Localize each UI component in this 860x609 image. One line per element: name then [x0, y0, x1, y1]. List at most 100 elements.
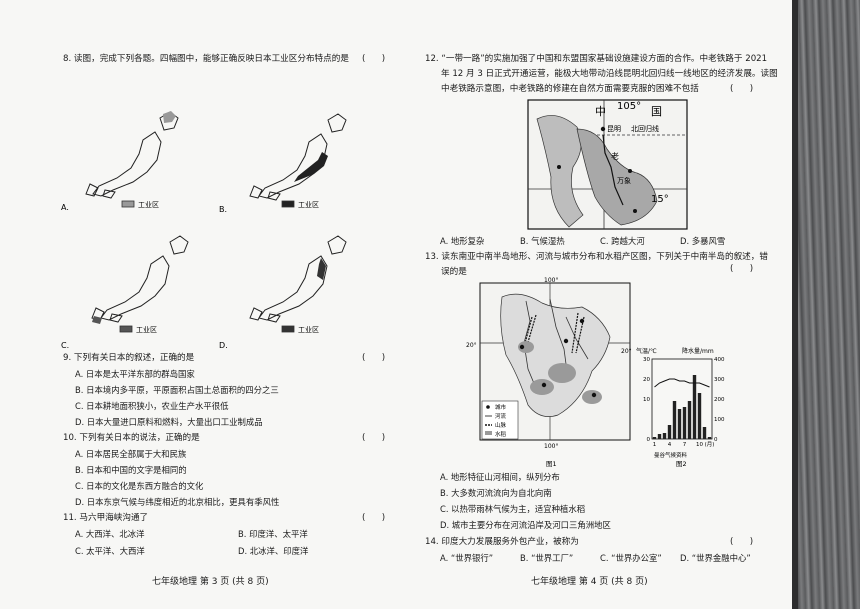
yright-tick-0: 0 [714, 437, 718, 443]
q14-option-a: A. “世界银行” [440, 553, 494, 563]
q11-option-a: A. 大西洋、北冰洋 [75, 529, 145, 539]
q10-option-b: B. 日本和中国的文字是相同的 [75, 465, 187, 475]
precip-bar-3 [662, 433, 667, 439]
q9-option-d: D. 日本大量进口原料和燃料，大量出口工业制成品 [75, 417, 263, 427]
exam-paper: 8. 读图，完成下列各题。四幅图中，能够正确反映日本工业区分布特点的是 ( ) … [0, 0, 792, 609]
japan-map-b: B. 工业区 [219, 113, 347, 214]
legend-city: 城市 [495, 403, 507, 411]
map-c-legend: 工业区 [136, 325, 157, 334]
q11-option-c: C. 太平洋、大西洋 [75, 546, 145, 556]
legend-mountain: 山脉 [495, 421, 507, 429]
x-tick-4: 4 [668, 442, 672, 448]
map1-left-label: 20° [466, 342, 477, 349]
map-a-letter: A. [61, 203, 69, 212]
x-tick-unit: (月) [705, 441, 715, 448]
map1-right-label: 20° [621, 348, 632, 355]
map-label-kunming: 昆明 [607, 125, 621, 133]
map-b-industrial-zone [294, 152, 328, 182]
q14-stem: 14. 印度大力发展服务外包产业，被称为 [425, 537, 579, 547]
indochina-map: 100° 20° 20° 100° 城市 河流 山脉 水稻 图1 [466, 277, 632, 468]
legend-river: 河流 [495, 412, 507, 420]
right-page-footer: 七年级地理 第 4 页 (共 8 页) [531, 577, 648, 587]
q9-option-a: A. 日本是太平洋东部的群岛国家 [75, 369, 195, 379]
q9-option-c: C. 日本耕地面积狭小，农业生产水平很低 [75, 401, 229, 411]
q9-option-b: B. 日本境内多平原，平原面积占国土总面积的四分之三 [75, 385, 279, 395]
q8-stem: 8. 读图，完成下列各题。四幅图中，能够正确反映日本工业区分布特点的是 [63, 54, 349, 64]
q12-answer-paren: ( ) [730, 84, 754, 94]
map-c-industrial-zone [92, 316, 102, 324]
chart-yleft-title: 气温/℃ [636, 347, 657, 355]
map-d-industrial-zone [317, 258, 326, 280]
q12-option-b: B. 气候湿热 [520, 236, 565, 246]
q9-stem: 9. 下列有关日本的叙述，正确的是 [63, 353, 195, 363]
railway-line [602, 134, 624, 206]
precip-bar-2 [657, 434, 662, 439]
left-page-footer: 七年级地理 第 3 页 (共 8 页) [152, 577, 269, 587]
map-a-legend: 工业区 [138, 200, 159, 209]
chart-yright-title: 降水量/mm [682, 347, 714, 355]
yright-tick-100: 100 [714, 417, 725, 423]
temperature-line [654, 378, 710, 388]
yleft-tick-30: 30 [643, 357, 650, 363]
q13-option-a: A. 地形特征山河相间，纵列分布 [440, 472, 560, 482]
chart-plot-area [651, 358, 713, 440]
yright-tick-400: 400 [714, 357, 725, 363]
yleft-tick-20: 20 [643, 377, 650, 383]
q14-option-d: D. “世界金融中心” [680, 553, 751, 563]
map-b-legend: 工业区 [298, 200, 319, 209]
map-label-guo: 国 [651, 105, 662, 118]
q12-option-d: D. 多暴风雪 [680, 236, 726, 246]
x-tick-1: 1 [653, 442, 657, 448]
map-a-industrial-zone [163, 111, 176, 123]
q12-stem-line3: 中老铁路示意图，中老铁路的修建在自然方面需要克服的困难不包括 [441, 84, 699, 94]
precip-bar-7 [682, 407, 687, 439]
q13-answer-paren: ( ) [730, 264, 754, 274]
map-label-lao: 老 [611, 151, 619, 161]
yleft-tick-0: 0 [647, 437, 651, 443]
yleft-tick-10: 10 [643, 397, 650, 403]
map-b-letter: B. [219, 205, 227, 214]
q10-option-a: A. 日本居民全部属于大和民族 [75, 449, 187, 459]
q10-answer-paren: ( ) [362, 433, 386, 443]
yright-tick-300: 300 [714, 377, 725, 383]
map-label-15: 15° [651, 194, 669, 205]
x-tick-10: 10 [696, 442, 703, 448]
q14-option-c: C. “世界办公室” [600, 553, 662, 563]
japan-map-c: C. 工业区 [61, 235, 189, 350]
q8-answer-paren: ( ) [362, 54, 386, 64]
q14-option-b: B. “世界工厂” [520, 553, 574, 563]
map-label-zhong: 中 [595, 105, 606, 118]
q12-stem-line2: 年 12 月 3 日正式开通运营，能极大地带动沿线昆明北回归线一线地区的经济发展… [441, 69, 778, 79]
map-label-tropic: 北回归线 [631, 124, 659, 133]
precip-bar-5 [672, 401, 677, 439]
q12-stem-line1: 12. “一带一路”的实施加强了中国和东盟国家基础设施建设方面的合作。中老铁路于… [425, 54, 768, 64]
map-c-letter: C. [61, 341, 69, 350]
yright-tick-200: 200 [714, 397, 725, 403]
map-d-letter: D. [219, 341, 228, 350]
q13-option-c: C. 以热带雨林气候为主，适宜种植水稻 [440, 504, 586, 514]
map-d-legend: 工业区 [298, 325, 319, 334]
q12-option-c: C. 跨越大河 [600, 236, 645, 246]
map-label-wanxiang: 万象 [617, 176, 631, 185]
precip-bar-12 [707, 437, 712, 439]
q14-answer-paren: ( ) [730, 537, 754, 547]
map1-caption: 图1 [546, 460, 557, 468]
china-laos-railway-map: 中 105° 国 昆明 北回归线 老 万象 15° [527, 99, 688, 230]
japan-map-d: D. 工业区 [219, 235, 347, 350]
map1-top-label: 100° [544, 277, 558, 284]
precip-bar-1 [652, 437, 657, 439]
chart-caption: 图2 [676, 460, 687, 467]
q11-option-b: B. 印度洋、太平洋 [238, 529, 308, 539]
precip-bar-10 [697, 393, 702, 439]
legend-rice: 水稻 [495, 430, 507, 438]
q13-option-d: D. 城市主要分布在河流沿岸及河口三角洲地区 [440, 520, 611, 530]
q13-stem-line2: 误的是 [441, 267, 467, 277]
q11-answer-paren: ( ) [362, 513, 386, 523]
q11-option-d: D. 北冰洋、印度洋 [238, 546, 309, 556]
precip-bar-6 [677, 409, 682, 439]
map1-bottom-label: 100° [544, 443, 558, 450]
q13-option-b: B. 大多数河流流向为自北向南 [440, 488, 552, 498]
precip-bar-11 [702, 427, 707, 439]
chart-station: 曼谷气候资料 [654, 451, 688, 459]
